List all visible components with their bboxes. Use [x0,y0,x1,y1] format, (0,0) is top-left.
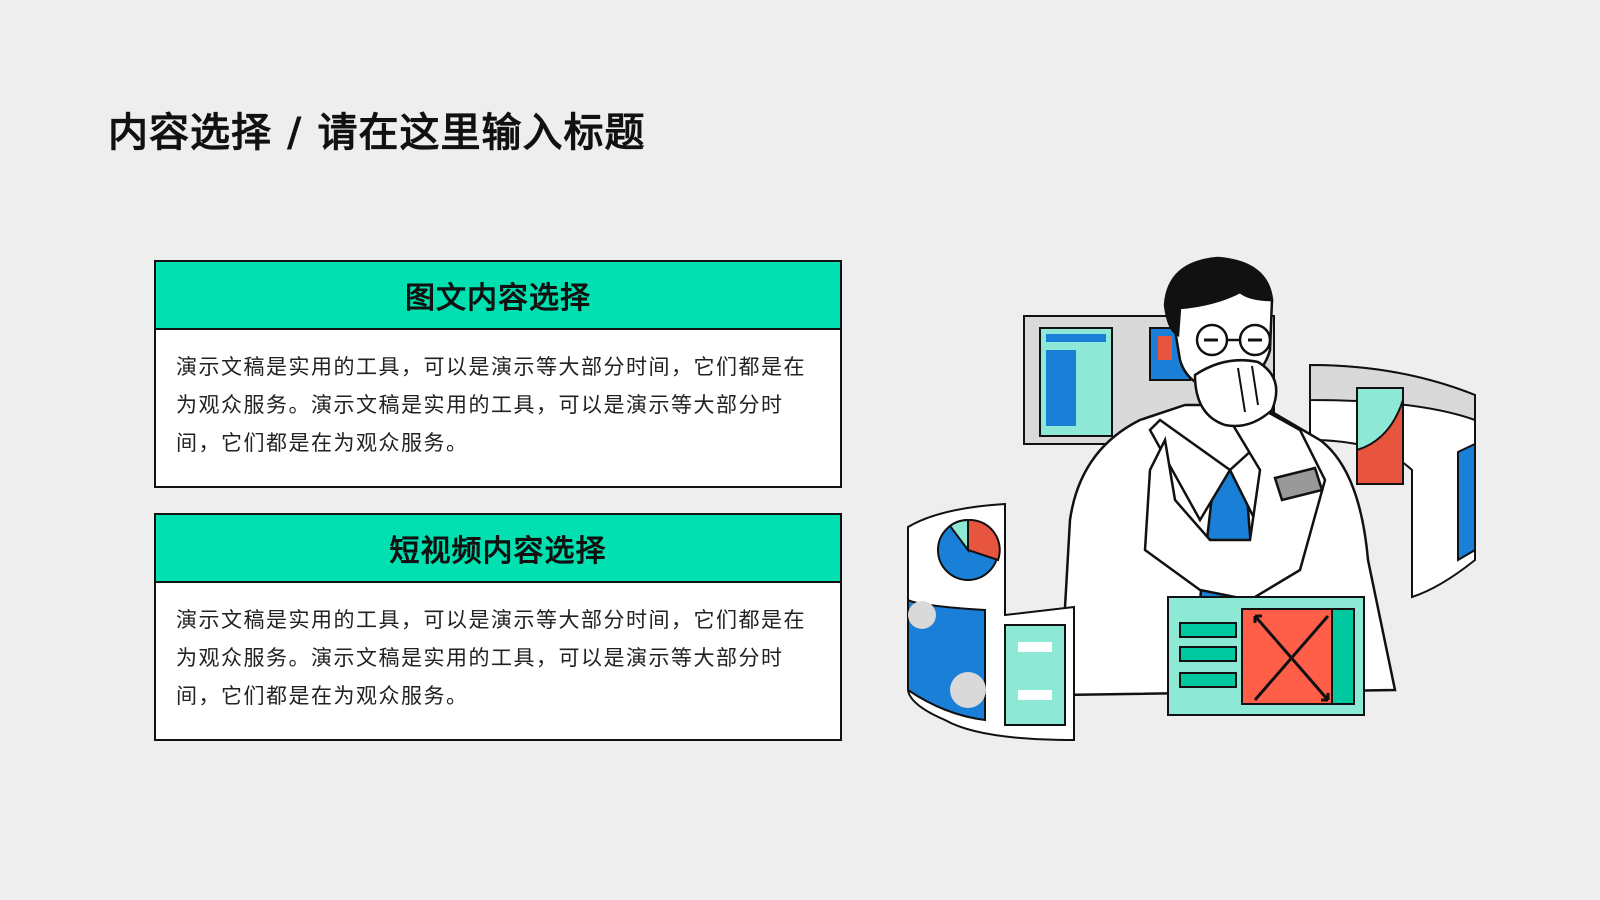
man-head [1163,256,1278,428]
card-body-text: 演示文稿是实用的工具，可以是演示等大部分时间，它们都是在为观众服务。演示文稿是实… [176,608,806,708]
card-body-text: 演示文稿是实用的工具，可以是演示等大部分时间，它们都是在为观众服务。演示文稿是实… [176,355,806,455]
curved-screen-left [907,502,1075,742]
content-card-short-video: 短视频内容选择 演示文稿是实用的工具，可以是演示等大部分时间，它们都是在为观众服… [154,513,842,741]
curved-screen-right [1309,363,1476,599]
front-panel [1167,596,1365,716]
card-header: 短视频内容选择 [156,515,840,583]
page-title: 内容选择 / 请在这里输入标题 [108,110,646,156]
content-card-image-text: 图文内容选择 演示文稿是实用的工具，可以是演示等大部分时间，它们都是在为观众服务… [154,260,842,488]
thinking-man-illustration-icon [907,256,1476,742]
card-header: 图文内容选择 [156,262,840,330]
